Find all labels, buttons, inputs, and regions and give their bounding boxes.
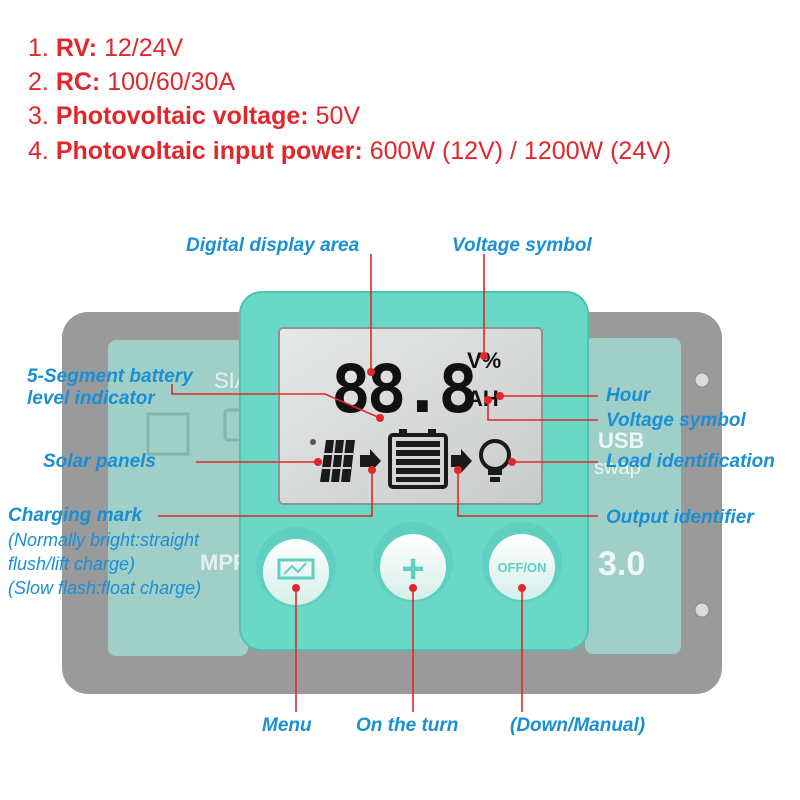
label-voltage-symbol: Voltage symbol	[452, 235, 592, 256]
spec-num: 1.	[28, 34, 49, 62]
spec-label: RC:	[55, 68, 101, 96]
label-on-the-turn: On the turn	[356, 715, 459, 736]
menu-icon-line	[283, 562, 307, 575]
device-right-face	[585, 338, 681, 654]
device-usb-text: USB	[598, 428, 644, 453]
label-solar-panels: Solar panels	[43, 451, 156, 472]
load-bulb-icon	[479, 439, 511, 482]
device-left-face	[108, 340, 248, 656]
screw-icon	[694, 372, 710, 388]
spec-line-3: 3. Photovoltaic voltage: 50V	[28, 102, 360, 131]
offon-button[interactable]: OFF/ON	[482, 522, 562, 602]
device-swap-text: swap	[594, 457, 641, 479]
spec-label: Photovoltaic voltage:	[55, 102, 309, 130]
leader-lines	[158, 254, 598, 712]
label-menu: Menu	[262, 715, 312, 736]
label-charging-note-3: (Slow flash:float charge)	[8, 578, 202, 598]
menu-icon	[277, 558, 315, 580]
spec-num: 4.	[28, 137, 49, 165]
label-charging-note-1: (Normally bright:straight	[8, 530, 200, 550]
label-load-identification: Load identification	[606, 451, 775, 472]
charging-arrow-icon	[360, 449, 381, 473]
spec-value: 600W (12V) / 1200W (24V)	[369, 137, 672, 165]
sun-dot-icon	[310, 439, 316, 445]
menu-button[interactable]	[256, 527, 336, 607]
plus-icon: +	[401, 547, 424, 591]
spec-num: 3.	[28, 102, 49, 130]
spec-line-1: 1. RV: 12/24V	[28, 34, 183, 63]
leader-dots	[292, 352, 526, 592]
label-charging-note-2: flush/lift charge)	[8, 554, 136, 574]
label-digital-display-area: Digital display area	[186, 235, 360, 256]
spec-value: 50V	[315, 102, 361, 130]
turn-button[interactable]: +	[373, 522, 453, 602]
spec-label: RV:	[55, 34, 98, 62]
spec-label: Photovoltaic input power:	[55, 137, 363, 165]
label-battery-indicator-2: level indicator	[27, 388, 155, 409]
offon-label: OFF/ON	[497, 560, 546, 575]
device-version-text: 3.0	[598, 545, 645, 583]
spec-line-2: 2. RC: 100/60/30A	[28, 68, 235, 97]
lcd-unit-ah: AH	[467, 386, 499, 411]
spec-num: 2.	[28, 68, 49, 96]
label-output-identifier: Output identifier	[606, 507, 754, 528]
chip-icon	[146, 412, 190, 456]
screw-icon	[694, 602, 710, 618]
spec-value: 100/60/30A	[107, 68, 236, 96]
label-voltage-symbol-2: Voltage symbol	[606, 410, 746, 431]
label-charging-mark: Charging mark	[8, 505, 143, 526]
spec-line-4: 4. Photovoltaic input power: 600W (12V) …	[28, 137, 671, 166]
solar-panel-icon	[320, 439, 355, 483]
lcd-digits: 88.8	[331, 351, 474, 428]
label-battery-indicator-1: 5-Segment battery	[27, 366, 193, 387]
label-hour: Hour	[606, 385, 651, 406]
battery-icon	[388, 429, 448, 489]
spec-value: 12/24V	[104, 34, 184, 62]
label-down-manual: (Down/Manual)	[510, 715, 646, 736]
